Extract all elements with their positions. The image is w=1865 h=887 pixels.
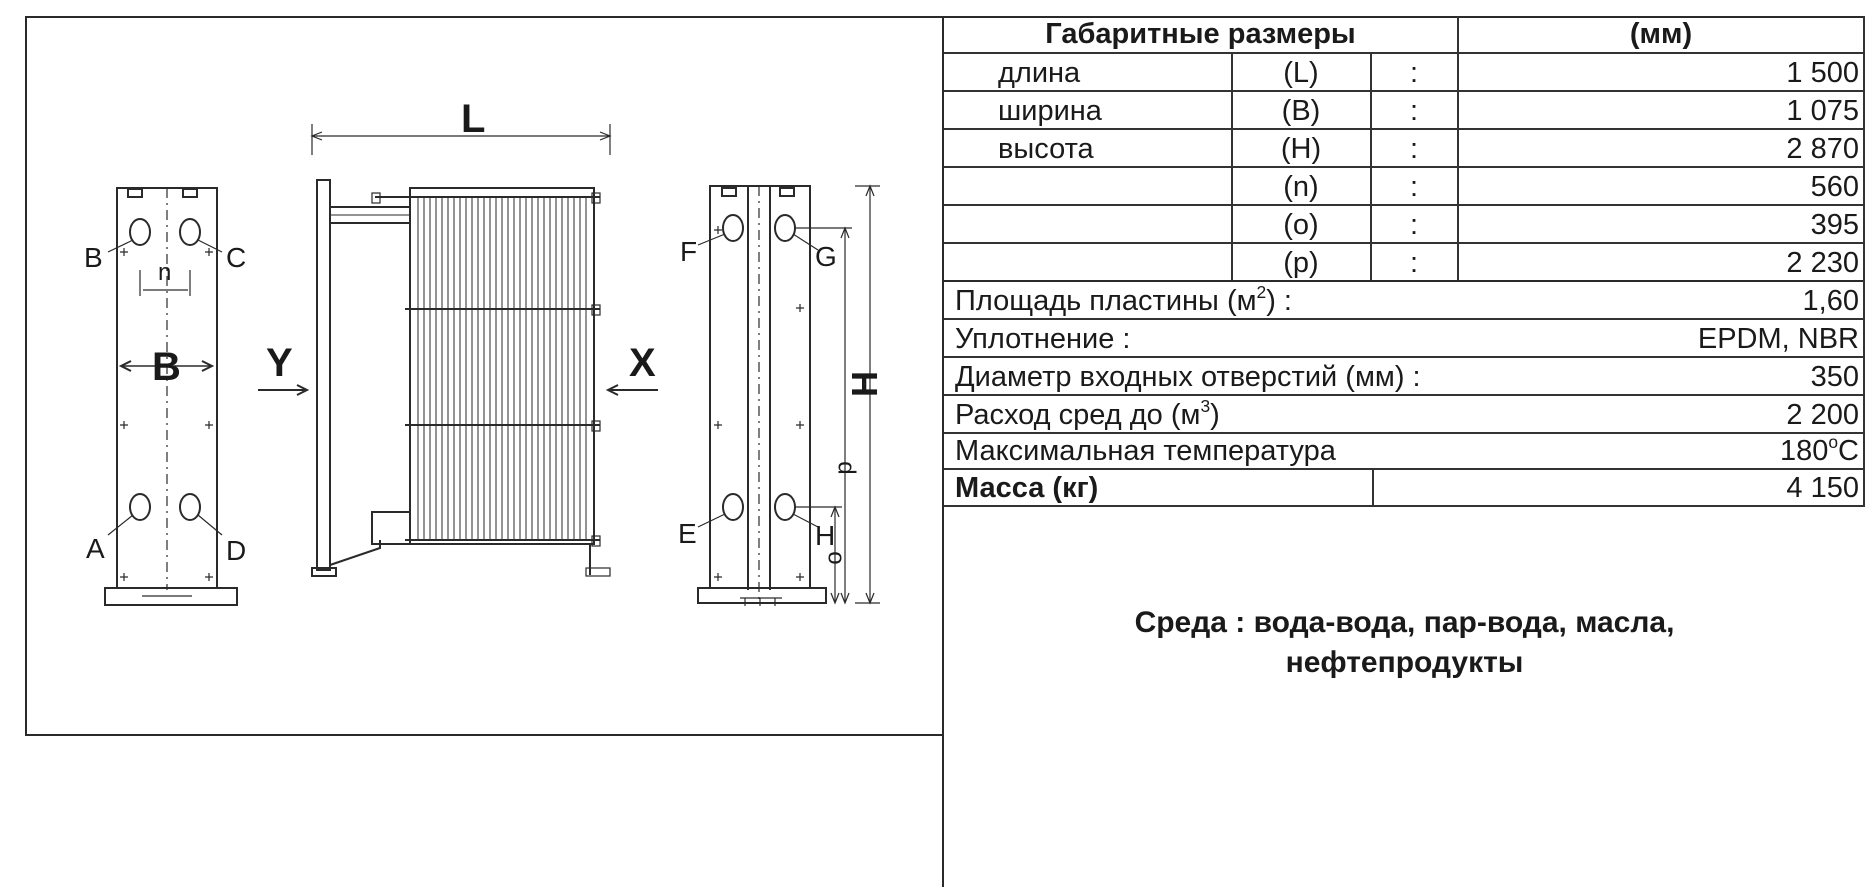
inlet-diameter-value: 350 — [1810, 361, 1859, 393]
dim-code: (B) — [1281, 95, 1321, 127]
plate-lines — [417, 197, 587, 540]
dim-value: 560 — [1810, 171, 1859, 203]
dim-name: высота — [998, 133, 1094, 165]
dim-label-H: H — [844, 371, 885, 397]
dim-value: 395 — [1810, 209, 1859, 241]
view-label-X: X — [629, 341, 656, 385]
port-label-E: E — [678, 518, 697, 549]
dim-value: 2 870 — [1786, 133, 1859, 165]
left-border — [25, 16, 27, 736]
table-header-title: Габаритные размеры — [1045, 18, 1356, 50]
side-view — [310, 124, 612, 577]
front-view-left — [104, 187, 238, 606]
technical-drawing — [104, 124, 880, 606]
port-label-H: H — [815, 520, 836, 551]
col-rule — [1372, 468, 1374, 505]
dim-value: 1 075 — [1786, 95, 1859, 127]
dim-label-B: B — [152, 345, 181, 389]
dim-sep: : — [1409, 133, 1419, 165]
row-rule — [944, 204, 1865, 206]
max-temp-number: 180 — [1779, 435, 1829, 467]
port-label-C: C — [226, 242, 247, 273]
mass-value: 4 150 — [1786, 472, 1859, 504]
flow-text: Расход сред до (м — [955, 399, 1201, 431]
row-rule — [944, 128, 1865, 130]
row-rule — [944, 242, 1865, 244]
row-rule — [944, 90, 1865, 92]
gasket-value: EPDM, NBR — [1697, 323, 1859, 355]
dim-name: длина — [998, 57, 1081, 89]
row-rule — [944, 394, 1865, 396]
port-label-B: B — [84, 242, 103, 273]
dim-code: (n) — [1283, 171, 1319, 203]
col-rule — [1231, 52, 1233, 280]
plate-area-label: Площадь пластины (м2) : — [955, 283, 1292, 317]
row-rule — [944, 356, 1865, 358]
bottom-border-left — [25, 734, 944, 736]
row-rule — [944, 432, 1865, 434]
row-rule — [944, 280, 1865, 282]
dim-label-o: o — [820, 551, 848, 565]
rear-view-right — [697, 184, 880, 606]
plate-area-value: 1,60 — [1802, 285, 1859, 317]
top-border — [25, 16, 1865, 18]
flow-tail: ) — [1210, 399, 1220, 431]
row-rule — [944, 166, 1865, 168]
dim-sep: : — [1409, 57, 1419, 89]
port-label-G: G — [815, 241, 837, 272]
port-label-D: D — [226, 535, 247, 566]
port-label-F: F — [680, 236, 698, 267]
dim-value: 1 500 — [1786, 57, 1859, 89]
row-rule — [944, 505, 1865, 507]
media-line-2: нефтепродукты — [1285, 646, 1524, 679]
dim-code: (H) — [1280, 133, 1322, 165]
dim-code: (o) — [1283, 209, 1319, 241]
gasket-label: Уплотнение : — [955, 323, 1131, 355]
col-rule — [1370, 52, 1372, 280]
view-label-Y: Y — [266, 341, 293, 385]
dim-name: ширина — [998, 95, 1102, 127]
plate-area-sup: 2 — [1256, 281, 1267, 302]
dim-sep: : — [1409, 247, 1419, 279]
flow-value: 2 200 — [1786, 399, 1859, 431]
dim-label-L: L — [461, 97, 486, 141]
plate-area-tail: ) : — [1266, 285, 1292, 317]
flow-sup: 3 — [1200, 395, 1211, 416]
dim-label-n: n — [158, 259, 172, 286]
dim-code: (p) — [1283, 247, 1319, 279]
max-temp-label: Максимальная температура — [955, 435, 1336, 467]
dim-label-p: p — [830, 461, 858, 475]
dim-sep: : — [1409, 209, 1419, 241]
row-rule — [944, 468, 1865, 470]
table-header-unit: (мм) — [1629, 18, 1693, 50]
divider-drawing-table — [942, 16, 944, 887]
dim-code: (L) — [1283, 57, 1319, 89]
mass-label: Масса (кг) — [955, 472, 1099, 504]
inlet-diameter-label: Диаметр входных отверстий (мм) : — [955, 361, 1421, 393]
dim-value: 2 230 — [1786, 247, 1859, 279]
row-rule — [944, 52, 1865, 54]
media-line-1: Среда : вода-вода, пар-вода, масла, — [1134, 606, 1675, 639]
max-temp-unit: C — [1838, 435, 1859, 467]
col-rule — [1863, 16, 1865, 505]
dim-sep: : — [1409, 171, 1419, 203]
plate-area-text: Площадь пластины (м — [955, 285, 1257, 317]
degree-sup: o — [1828, 431, 1839, 452]
max-temp-value: 180oC — [1459, 433, 1859, 467]
col-rule — [1457, 16, 1459, 280]
flow-label: Расход сред до (м3) — [955, 397, 1220, 431]
row-rule — [944, 318, 1865, 320]
dim-sep: : — [1409, 95, 1419, 127]
port-label-A: A — [86, 533, 105, 564]
